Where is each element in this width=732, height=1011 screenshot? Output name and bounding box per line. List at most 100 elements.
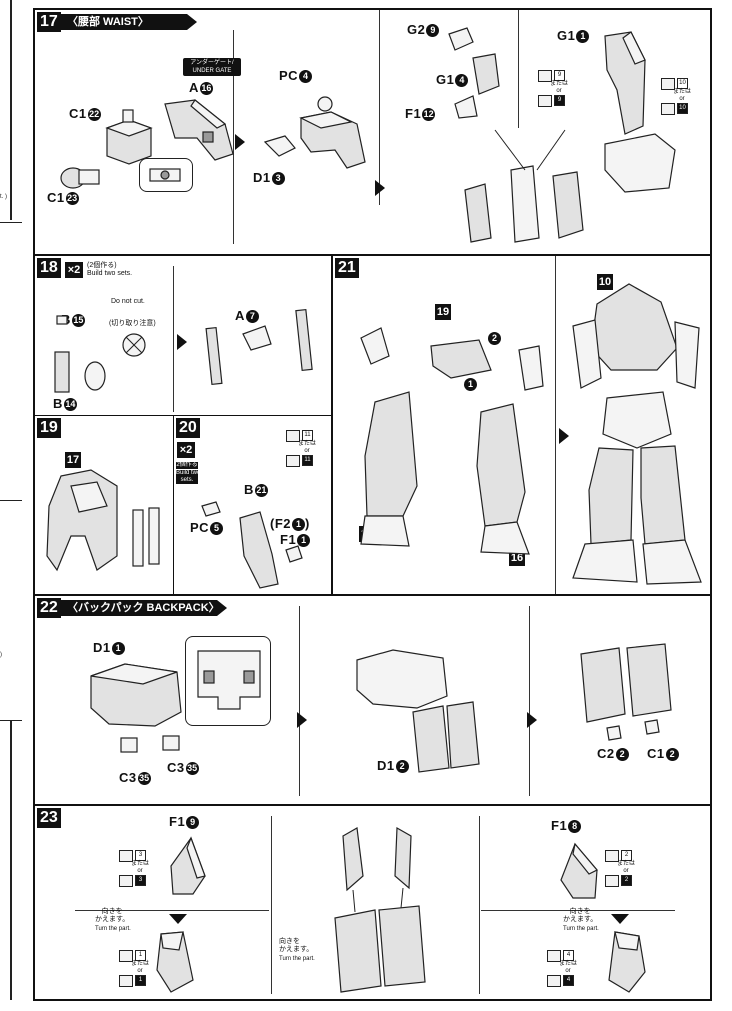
detail-magnifier — [139, 158, 193, 192]
thruster-assembly — [580, 643, 672, 741]
turn-arrow — [611, 914, 629, 924]
nipper-icon — [547, 974, 561, 987]
step-arrow — [527, 712, 537, 728]
build-note-en: Build two sets. — [176, 470, 201, 484]
page-edge-line — [10, 0, 12, 220]
nipper-icon — [661, 102, 675, 115]
nipper-icon — [605, 874, 619, 887]
step-number: 19 — [37, 418, 61, 438]
waist-assembly-part — [263, 96, 366, 169]
ref-step-10: 10 — [597, 274, 613, 290]
nipper-icon — [286, 454, 300, 467]
edge-divider — [0, 222, 22, 223]
no-cut-icon — [122, 333, 146, 357]
joint-part — [60, 167, 100, 189]
alt-gate-legend: 11 または or 11 — [286, 429, 328, 467]
repeat-x2-badge: ×2 — [65, 262, 83, 278]
side-skirt-parts — [448, 27, 500, 119]
skirt-assembly-diagram — [464, 129, 676, 243]
divider — [481, 910, 675, 911]
legs-assembly-diagram — [360, 327, 544, 555]
edge-divider — [0, 500, 22, 501]
nipper-icon — [547, 949, 561, 962]
full-body-assembly — [572, 283, 702, 585]
divider — [173, 266, 174, 412]
step-number: 20 — [176, 418, 200, 438]
fin-part-turned — [156, 931, 194, 993]
nipper-icon — [119, 874, 133, 887]
cylinder-part — [54, 315, 106, 393]
alt-gate-legend-right: 10 または or 10 — [661, 77, 703, 115]
nipper-icon — [538, 94, 552, 107]
fin-backpack-assembly — [334, 826, 426, 993]
divider — [529, 606, 530, 796]
waist-block-part — [105, 109, 153, 165]
under-gate-badge: アンダーゲート/ UNDER GATE — [183, 58, 241, 76]
step-18-panel: 18 ×2 (2個作る) Build two sets. Do not cut.… — [35, 256, 333, 416]
step-19-panel: 19 17 — [35, 416, 174, 596]
turn-note-en: Turn the part. — [279, 956, 315, 962]
build-note-ja: (2個作る) — [87, 262, 117, 269]
step-arrow — [297, 712, 307, 728]
divider — [233, 30, 234, 244]
detail-magnifier — [185, 636, 271, 726]
nipper-icon — [119, 974, 133, 987]
alt-gate-legend-left: 9 または or 9 — [538, 69, 580, 107]
waist-legs-join-diagram — [46, 469, 160, 572]
alt-gate-legend-left-bottom: 1 または or 1 — [119, 949, 161, 987]
divider — [379, 10, 380, 205]
fin-part-turned — [608, 931, 646, 993]
front-skirt-part — [604, 31, 646, 135]
ref-step-19: 19 — [435, 304, 451, 320]
backpack-assembly — [356, 649, 480, 773]
step-arrow — [375, 180, 385, 196]
divider — [299, 606, 300, 796]
step-number: 23 — [37, 808, 61, 828]
step-number: 17 — [37, 12, 61, 32]
order-marker-1: 1 — [463, 376, 477, 391]
alt-gate-legend-right-bottom: 4 または or 4 — [547, 949, 589, 987]
turn-note-ja: 向きを かえます。 — [563, 908, 598, 923]
do-not-cut-ja: (切り取り注意) — [109, 320, 156, 327]
waist-skirt-part — [164, 99, 234, 161]
step-arrow — [177, 334, 187, 350]
turn-arrow — [169, 914, 187, 924]
step-21-panel: 21 19 14 16 10 2 1 — [333, 256, 710, 596]
nipper-icon — [286, 429, 300, 442]
fin-part — [170, 836, 206, 895]
step-title: 〈腰部 WAIST〉 — [61, 14, 197, 30]
nipper-icon — [538, 69, 552, 82]
turn-note-ja: 向きを かえます。 — [279, 938, 314, 953]
nipper-icon — [119, 949, 133, 962]
step-title: 〈バックパック BACKPACK〉 — [61, 600, 227, 616]
alt-gate-legend-left-top: 3 または or 3 — [119, 849, 161, 887]
divider — [75, 910, 269, 911]
step-number: 21 — [335, 258, 359, 278]
turn-note-ja: 向きを かえます。 — [95, 908, 130, 923]
edge-note: ) — [0, 652, 2, 658]
turn-note-en: Turn the part. — [95, 926, 131, 932]
cylinder-assembly — [205, 308, 313, 386]
order-marker-2: 2 — [487, 330, 501, 345]
